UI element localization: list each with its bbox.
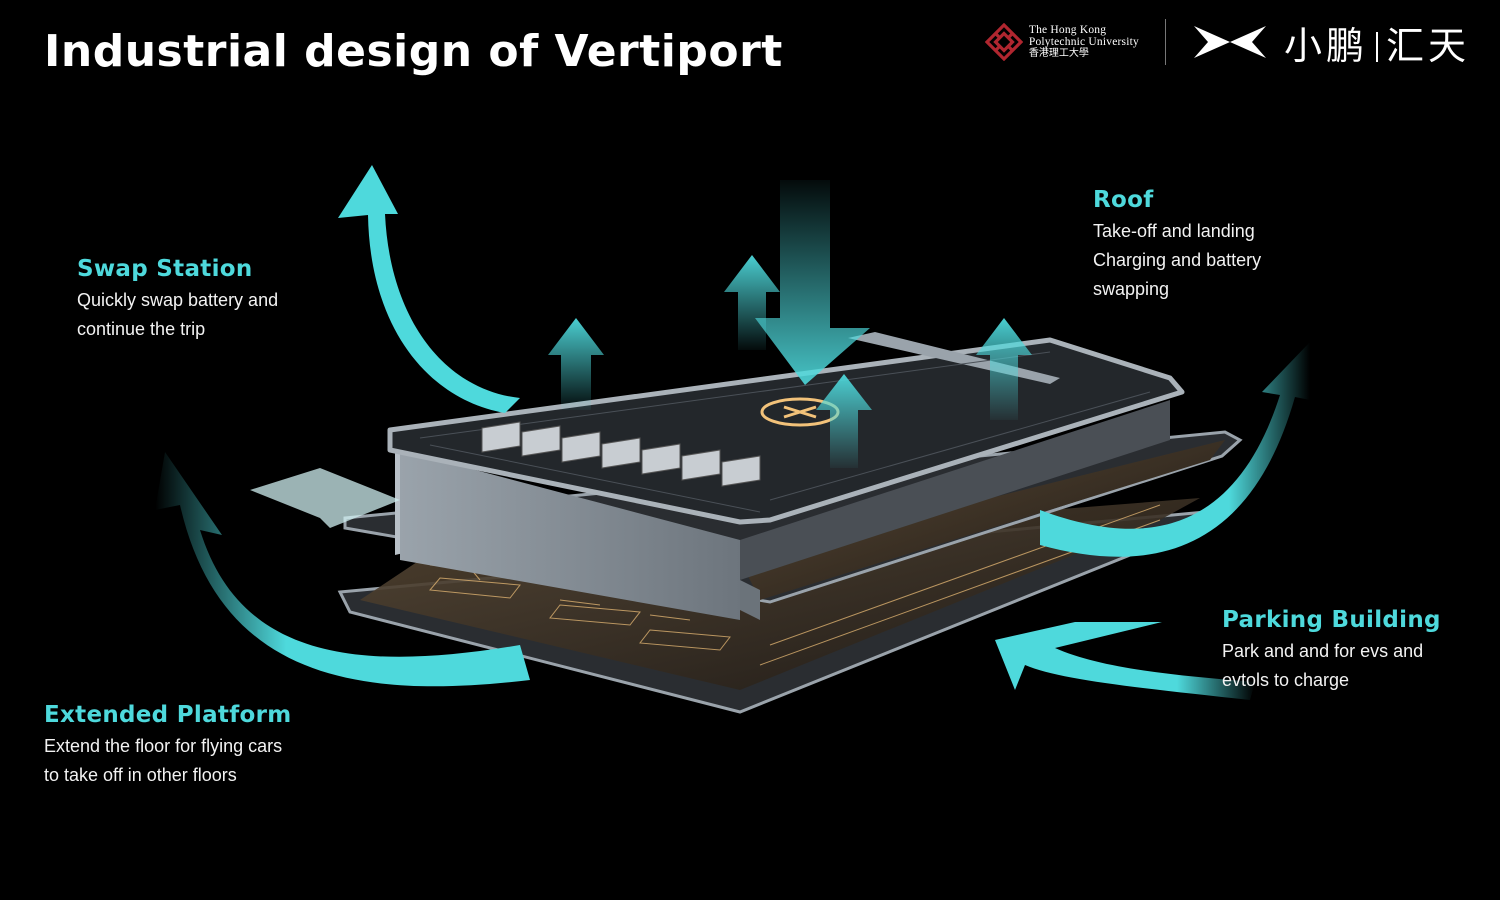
roof-line-1: Take-off and landing [1093,221,1255,241]
xpeng-text-divider [1375,31,1378,62]
extended-platform-line-2: to take off in other floors [44,765,237,785]
roof-exit-arrow [1040,342,1310,557]
extended-platform-title: Extended Platform [44,702,292,728]
extended-platform-arrow [155,452,530,687]
parking-building-label: Parking Building Park and and for evs an… [1222,607,1441,695]
battery-swap-units [481,421,761,487]
roof-title: Roof [1093,187,1154,213]
extended-platform-line-1: Extend the floor for flying cars [44,736,283,756]
polyu-name-chinese: 香港理工大學 [1028,48,1089,59]
parking-building-line-2: evtols to charge [1222,670,1350,690]
huitian-text: 汇天 [1385,23,1470,68]
roof-deck [387,332,1185,525]
parking-building-title: Parking Building [1222,607,1441,633]
polyu-name-line1: The Hong Kong [1028,24,1107,36]
roof-vertical-arrows [548,180,1032,468]
page-title: Industrial design of Vertiport [44,26,783,77]
logo-bar: The Hong Kong Polytechnic University 香港理… [984,14,1470,70]
polyu-emblem-icon [984,23,1023,61]
swap-station-arrow [338,165,520,413]
swap-station-title: Swap Station [77,256,253,282]
parking-building-line-1: Park and and for evs and [1222,641,1424,661]
swap-station-line-1: Quickly swap battery and [77,290,279,310]
roof-line-2: Charging and battery [1093,250,1262,270]
flow-arrows [155,165,1310,700]
xpeng-x-icon [1193,26,1266,58]
polyu-name-line2: Polytechnic University [1028,35,1139,48]
swap-station-line-2: continue the trip [77,319,206,339]
xpeng-text: 小鹏 [1283,23,1368,68]
building-body [395,400,1170,620]
logo-divider [1164,19,1166,65]
extended-platform-label: Extended Platform Extend the floor for f… [44,702,292,790]
roof-label: Roof Take-off and landing Charging and b… [1093,187,1261,304]
roof-line-3: swapping [1093,279,1170,299]
side-entry-arrow [250,468,400,528]
landing-down-arrow [755,180,870,385]
swap-station-label: Swap Station Quickly swap battery and co… [77,256,278,344]
polyu-logo: The Hong Kong Polytechnic University 香港理… [984,23,1139,61]
parking-entry-arrow [995,622,1255,700]
xpeng-logo: 小鹏汇天 [1192,15,1470,70]
